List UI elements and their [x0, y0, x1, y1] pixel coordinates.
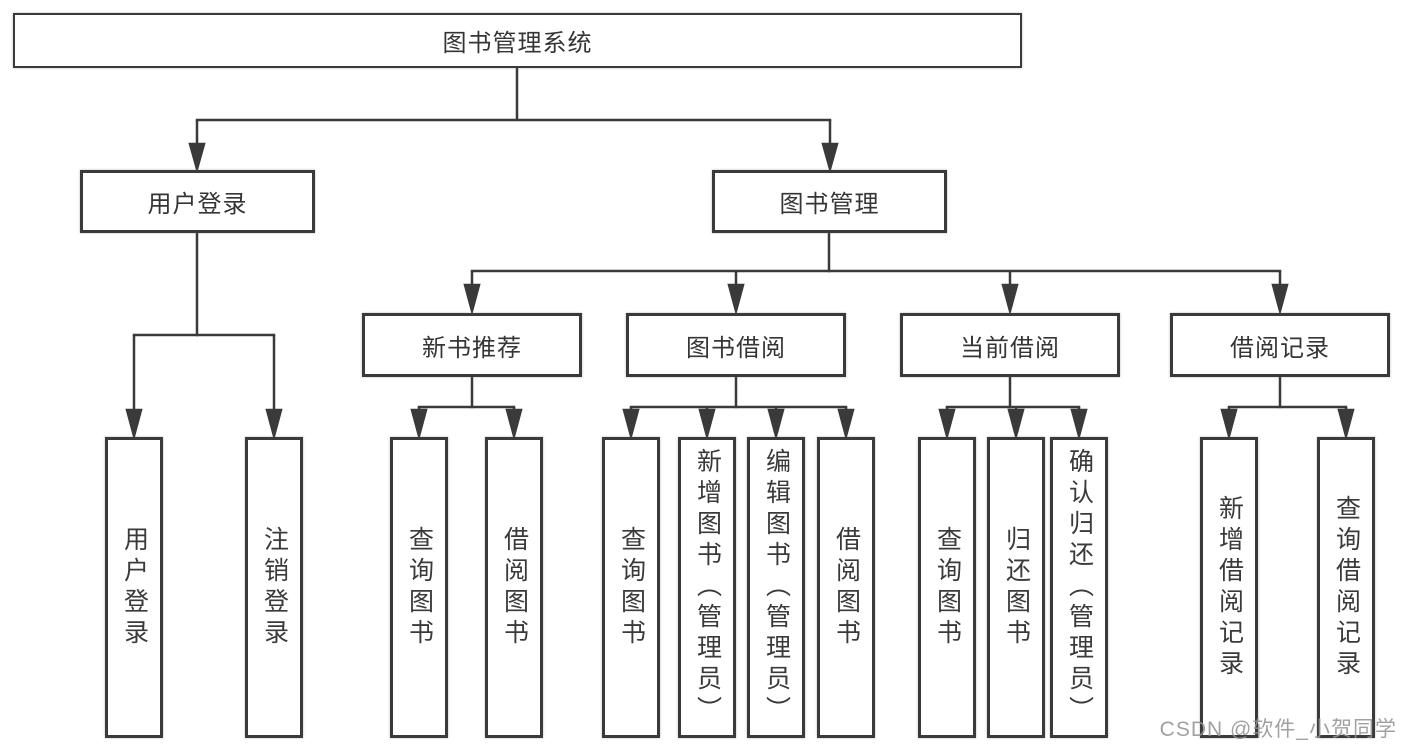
node-user-login: 用户登录 [80, 170, 315, 233]
leaf-add-borrow-record: 新增借阅记录 [1200, 437, 1258, 738]
node-label: 编辑图书（管理员） [762, 448, 791, 727]
node-label: 图书管理系统 [442, 30, 593, 57]
node-label: 查询图书 [617, 525, 646, 650]
node-label: 查询借阅记录 [1332, 494, 1361, 681]
node-book-management: 图书管理 [712, 170, 947, 233]
node-library-management-system: 图书管理系统 [13, 13, 1022, 68]
node-label: 确认归还（管理员） [1065, 448, 1094, 727]
leaf-query-books-2: 查询图书 [602, 437, 660, 738]
node-label: 图书管理 [779, 191, 880, 218]
node-label: 借阅记录 [1230, 334, 1330, 362]
node-label: 新书推荐 [422, 334, 522, 362]
leaf-return-books: 归还图书 [987, 437, 1045, 738]
node-label: 借阅图书 [500, 525, 529, 650]
leaf-borrow-books-1: 借阅图书 [485, 437, 543, 738]
node-label: 查询图书 [405, 525, 434, 650]
leaf-user-login: 用户登录 [105, 437, 163, 738]
node-label: 新增借阅记录 [1215, 494, 1244, 681]
leaf-borrow-books-2: 借阅图书 [817, 437, 875, 738]
node-label: 当前借阅 [960, 334, 1060, 362]
leaf-query-borrow-record: 查询借阅记录 [1317, 437, 1375, 738]
node-label: 用户登录 [120, 525, 149, 650]
node-label: 注销登录 [260, 525, 289, 650]
node-book-borrowing: 图书借阅 [626, 313, 846, 377]
leaf-query-books-1: 查询图书 [390, 437, 448, 738]
node-label: 新增图书（管理员） [693, 448, 722, 727]
node-borrowing-records: 借阅记录 [1170, 313, 1390, 377]
leaf-query-books-3: 查询图书 [918, 437, 976, 738]
node-new-book-recommend: 新书推荐 [362, 313, 582, 377]
node-label: 查询图书 [933, 525, 962, 650]
leaf-edit-books-admin: 编辑图书（管理员） [747, 437, 805, 738]
csdn-watermark: CSDN @软件_小贺同学 [1159, 718, 1397, 741]
node-current-borrowing: 当前借阅 [900, 313, 1120, 377]
node-label: 图书借阅 [686, 334, 786, 362]
leaf-logout: 注销登录 [245, 437, 303, 738]
node-label: 借阅图书 [832, 525, 861, 650]
node-label: 用户登录 [147, 191, 248, 218]
node-label: 归还图书 [1002, 525, 1031, 650]
leaf-add-books-admin: 新增图书（管理员） [678, 437, 736, 738]
leaf-confirm-return-admin: 确认归还（管理员） [1050, 437, 1108, 738]
